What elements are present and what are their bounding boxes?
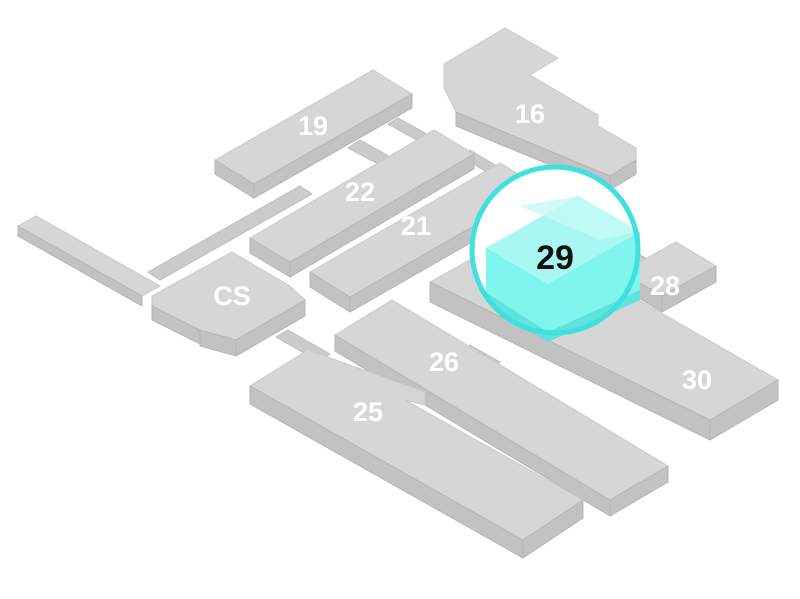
hall-29-highlight[interactable]: 29 xyxy=(469,164,641,342)
hall-19[interactable]: 19 xyxy=(214,69,413,199)
hall-28-label: 28 xyxy=(650,271,680,301)
hall-cs-annex xyxy=(16,215,162,307)
hall-26[interactable]: 26 xyxy=(334,299,669,517)
hall-cs[interactable]: CS xyxy=(151,251,306,357)
hall-25[interactable]: 25 xyxy=(249,349,584,559)
hall-25-label: 25 xyxy=(353,397,383,427)
hall-28[interactable]: 28 xyxy=(621,241,717,313)
hall-19-label: 19 xyxy=(298,111,328,141)
hall-26-label: 26 xyxy=(429,347,459,377)
highlight-ring xyxy=(469,164,641,336)
hall-22-label: 22 xyxy=(345,177,375,207)
hall-22[interactable]: 22 xyxy=(249,129,475,278)
hall-30-label: 30 xyxy=(682,365,712,395)
hall-16-label: 16 xyxy=(515,99,545,129)
hall-21-label: 21 xyxy=(401,211,431,241)
hall-cs-label: CS xyxy=(213,281,251,311)
hall-29-label: 29 xyxy=(536,239,574,277)
